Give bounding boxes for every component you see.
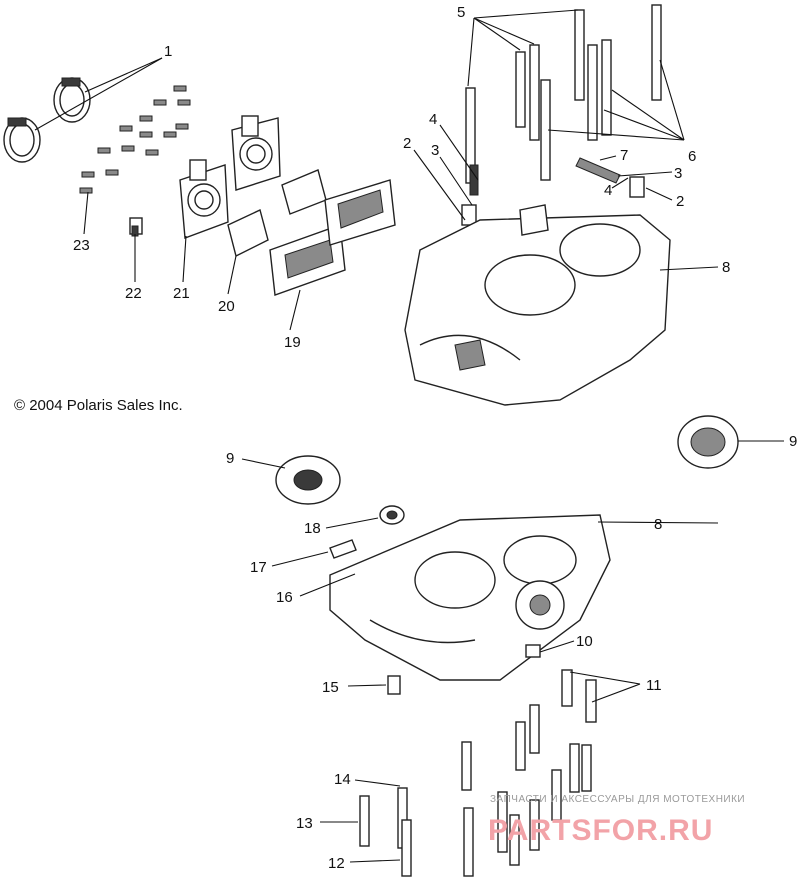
callout-2: 2 xyxy=(676,193,684,210)
callout-9: 9 xyxy=(226,450,234,467)
watermark-top-text: ЗАПЧАСТИ И АКСЕССУАРЫ ДЛЯ МОТОТЕХНИКИ xyxy=(490,794,745,805)
dowel-pins-2-3-4 xyxy=(461,157,645,226)
callout-8: 8 xyxy=(654,516,662,533)
callout-5: 5 xyxy=(457,4,465,21)
callout-1: 1 xyxy=(164,43,172,60)
callout-17: 17 xyxy=(250,559,267,576)
leader-lines xyxy=(34,9,784,863)
callout-15: 15 xyxy=(322,679,339,696)
watermark: ЗАПЧАСТИ И АКСЕССУАРЫ ДЛЯ МОТОТЕХНИКИ PA… xyxy=(488,794,745,847)
callout-19: 19 xyxy=(284,334,301,351)
hose-clamps xyxy=(3,77,91,163)
crank-seal-right-9 xyxy=(677,415,739,469)
callout-21: 21 xyxy=(173,285,190,302)
lower-crankcase-8 xyxy=(329,514,611,681)
reed-spacers-20 xyxy=(227,169,327,258)
fitting-17 xyxy=(329,539,357,559)
callout-9: 9 xyxy=(789,433,797,450)
reed-cage-adapters-21 xyxy=(179,115,281,239)
callout-18: 18 xyxy=(304,520,321,537)
watermark-brand-text: PARTSFOR.RU xyxy=(488,814,713,847)
callout-3: 3 xyxy=(431,142,439,159)
callout-16: 16 xyxy=(276,589,293,606)
reed-valves-19 xyxy=(269,179,396,296)
callout-13: 13 xyxy=(296,815,313,832)
bushing-18 xyxy=(379,505,405,525)
cylinder-studs-5-6 xyxy=(465,4,662,184)
copyright-notice: © 2004 Polaris Sales Inc. xyxy=(14,397,183,414)
callout-12: 12 xyxy=(328,855,345,872)
callout-20: 20 xyxy=(218,298,235,315)
callout-6: 6 xyxy=(688,148,696,165)
small-bolts-group xyxy=(79,85,191,194)
callout-3: 3 xyxy=(674,165,682,182)
callout-22: 22 xyxy=(125,285,142,302)
callout-7: 7 xyxy=(620,147,628,164)
callout-8: 8 xyxy=(722,259,730,276)
bracket-part-22 xyxy=(129,217,143,237)
callout-2: 2 xyxy=(403,135,411,152)
upper-crankcase-8 xyxy=(404,204,671,406)
crank-seal-left-9 xyxy=(275,455,341,505)
callout-23: 23 xyxy=(73,237,90,254)
callout-4: 4 xyxy=(429,111,437,128)
callout-labels: 1 2 2 3 3 4 4 5 6 7 8 8 9 9 10 11 12 13 … xyxy=(73,4,797,872)
callout-10: 10 xyxy=(576,633,593,650)
callout-11: 11 xyxy=(646,677,662,694)
callout-4: 4 xyxy=(604,182,612,199)
crankcase-bolts-11-12-13-14-15 xyxy=(359,644,597,877)
callout-14: 14 xyxy=(334,771,351,788)
